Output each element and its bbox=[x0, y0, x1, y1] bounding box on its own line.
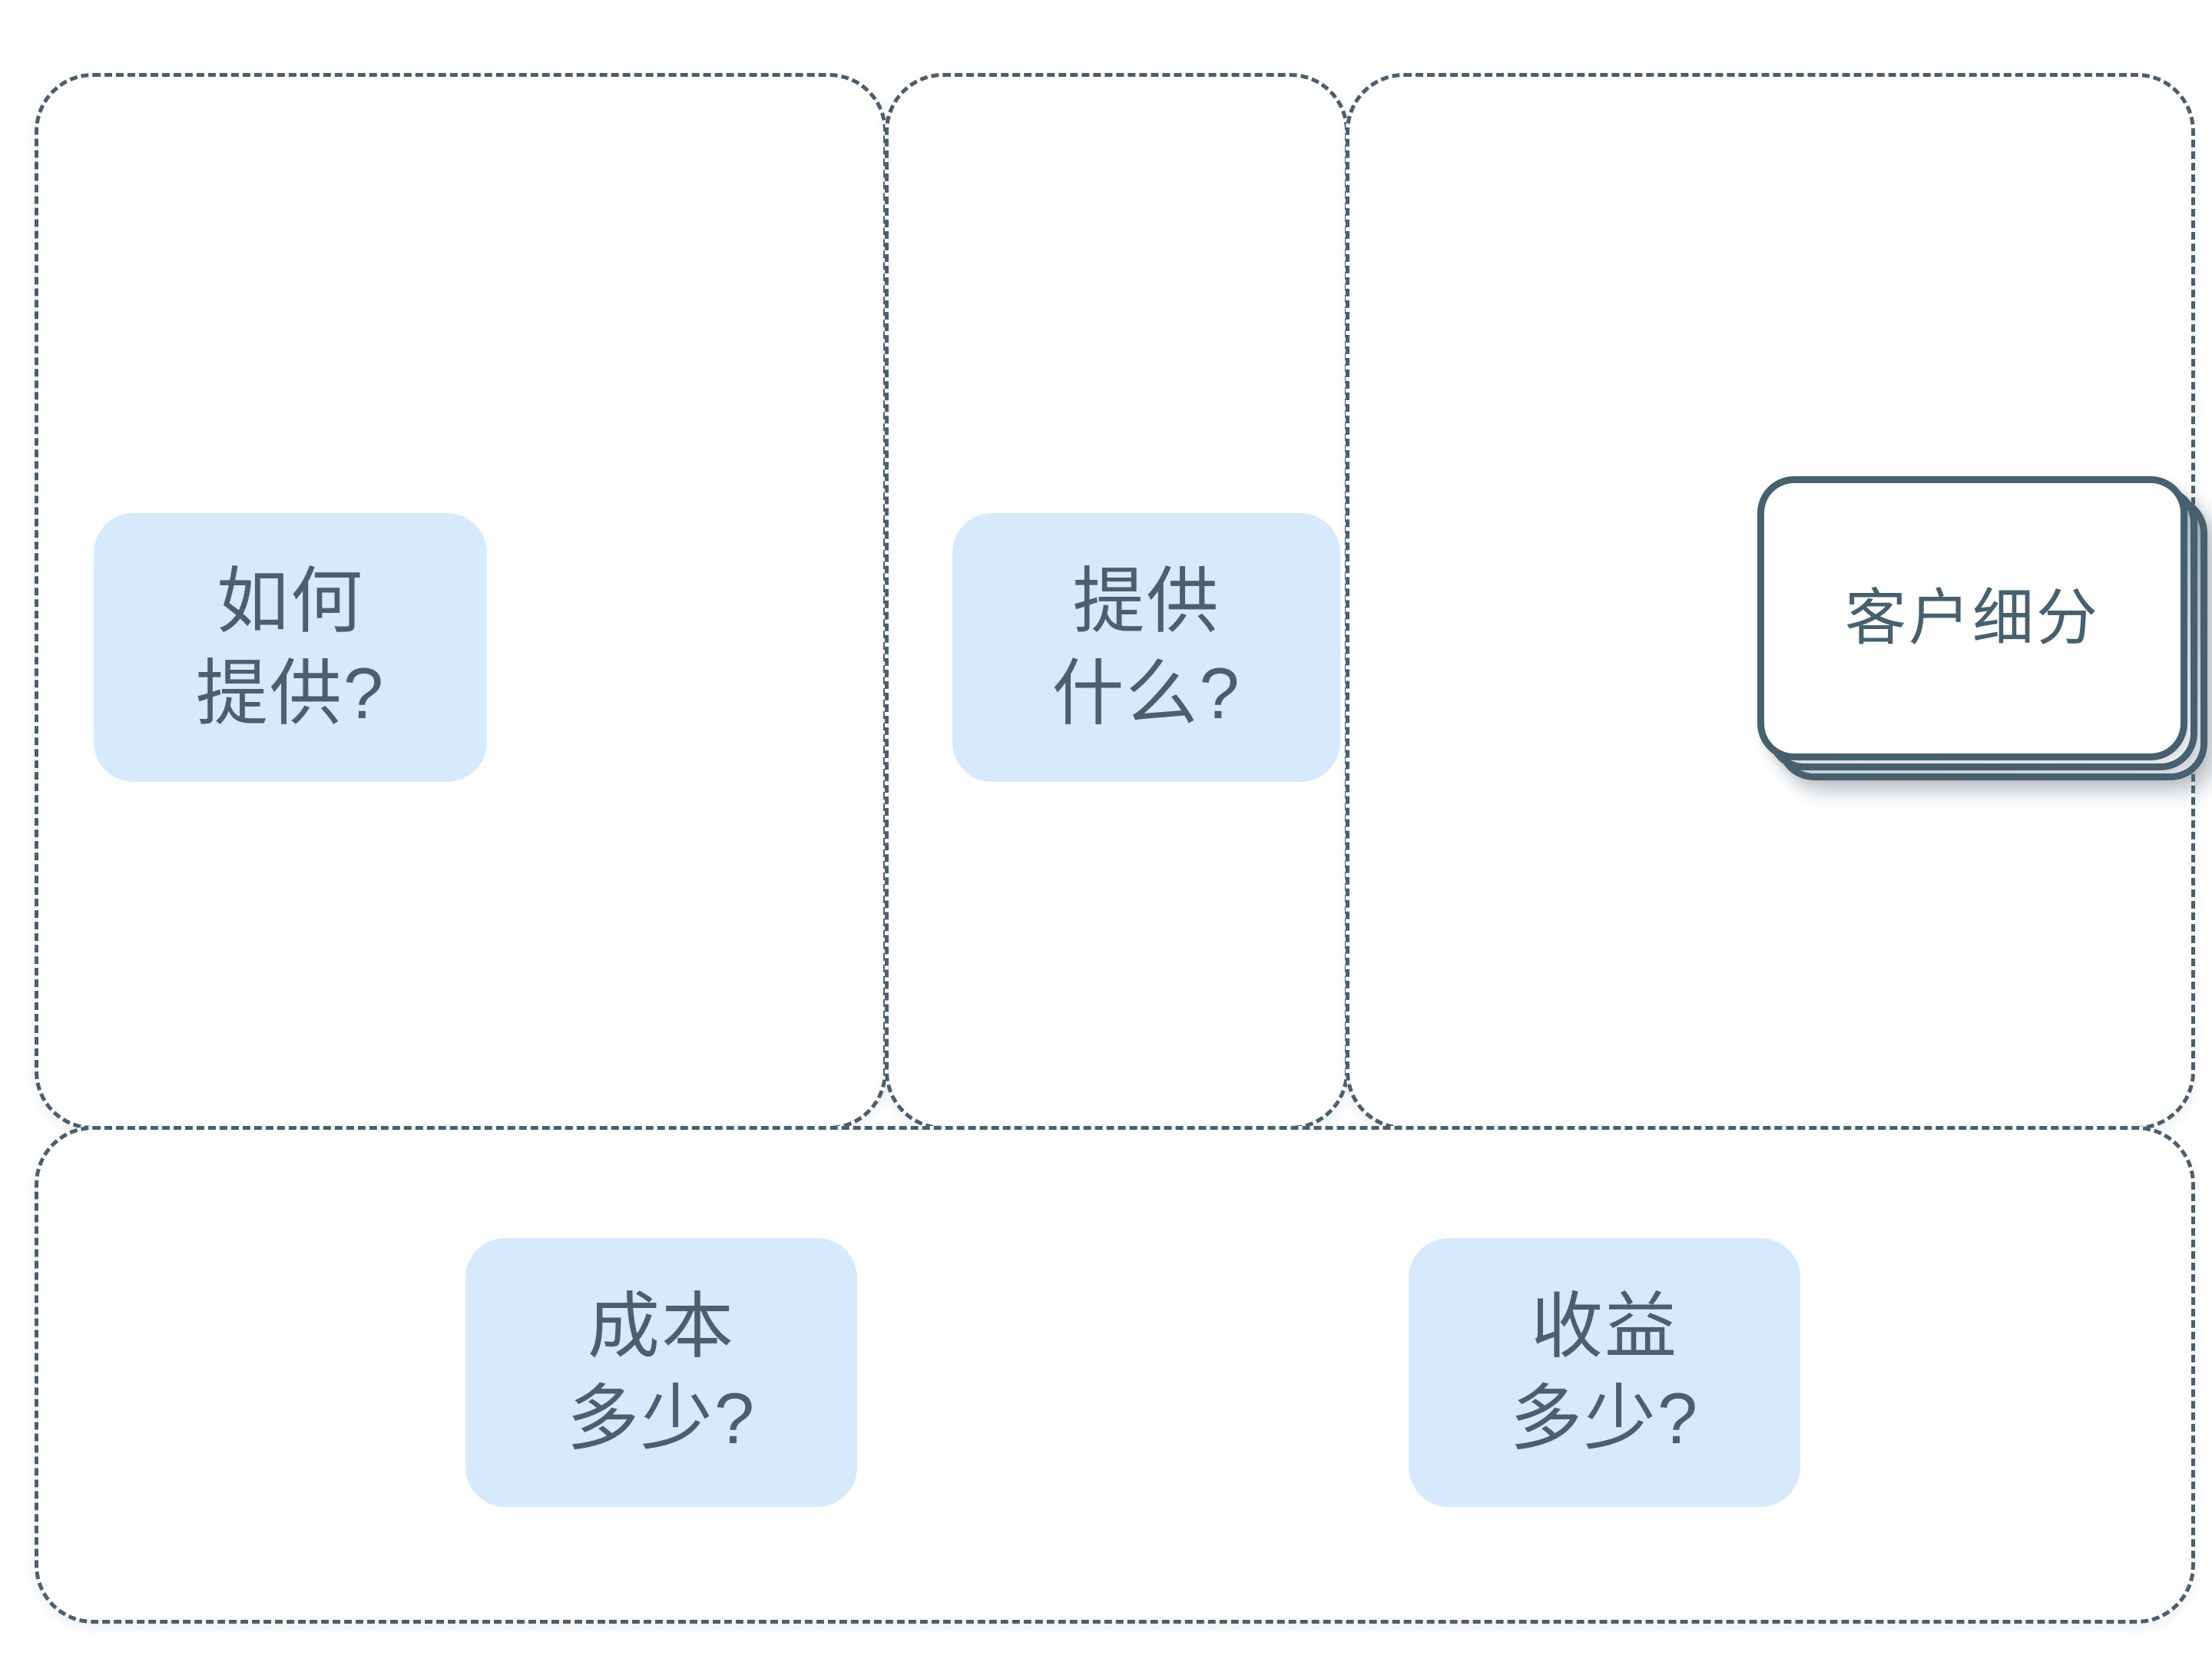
customer-segments-label: 客户细分 bbox=[1845, 584, 2100, 652]
chip-revenue[interactable]: 收益 多少? bbox=[1409, 1238, 1800, 1507]
card-stack-layer-front[interactable]: 客户细分 bbox=[1757, 476, 2187, 760]
chip-what-to-offer[interactable]: 提供 什么? bbox=[952, 513, 1340, 782]
chip-cost[interactable]: 成本 多少? bbox=[465, 1238, 857, 1507]
chip-how-to-deliver[interactable]: 如何 提供? bbox=[94, 513, 487, 782]
cost-and-revenue-panel[interactable] bbox=[35, 1126, 2195, 1624]
customer-segments-card[interactable]: 客户细分 bbox=[1757, 476, 2207, 780]
